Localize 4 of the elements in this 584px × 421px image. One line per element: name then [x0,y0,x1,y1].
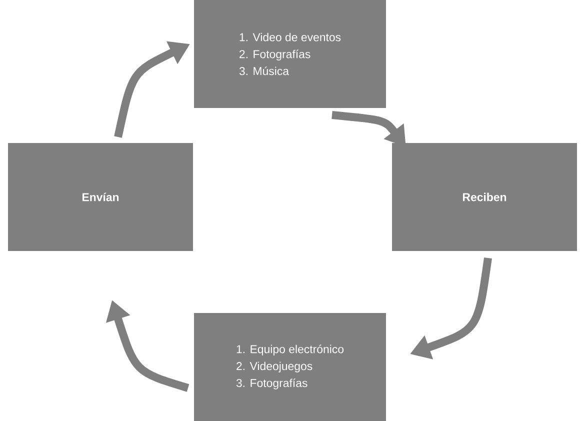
text-box: 1. Equipo electrónico 2. Videojuegos 3. Fotografías [194,313,386,421]
text-box: 1. Video de eventos 2. Fotografías 3. Música [194,0,386,108]
text-box: Reciben [392,143,577,251]
text-box: Envían [8,143,193,251]
